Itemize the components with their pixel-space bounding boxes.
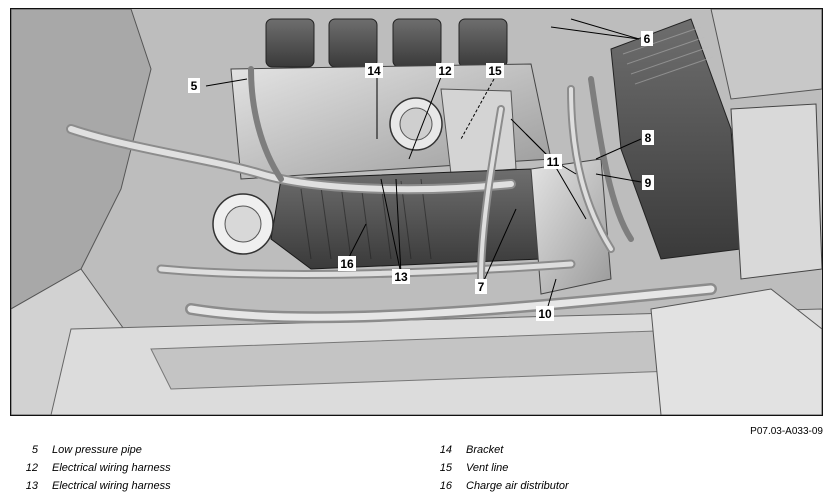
callout-7: 7 bbox=[475, 279, 487, 294]
callout-box bbox=[544, 154, 562, 169]
legend-number: 13 bbox=[25, 480, 38, 492]
callout-8: 8 bbox=[642, 130, 654, 145]
callout-box bbox=[436, 63, 454, 78]
legend-description: Electrical wiring harness bbox=[52, 462, 171, 474]
callout-box bbox=[338, 256, 356, 271]
legend-description: Charge air distributor bbox=[466, 480, 569, 492]
callout-label: 6 bbox=[644, 32, 651, 46]
callout-label: 15 bbox=[488, 64, 502, 78]
legend-number: 15 bbox=[439, 462, 452, 474]
callout-10: 10 bbox=[536, 306, 554, 321]
callout-box bbox=[486, 63, 504, 78]
callout-box bbox=[536, 306, 554, 321]
legend-item: 15 Vent line bbox=[434, 462, 509, 474]
legend-item: 16 Charge air distributor bbox=[434, 480, 569, 492]
legend-description: Low pressure pipe bbox=[52, 444, 142, 456]
ignition-coils bbox=[265, 18, 508, 68]
legend-item: 13 Electrical wiring harness bbox=[20, 480, 171, 492]
legend-description: Bracket bbox=[466, 444, 504, 456]
legend-item: 14 Bracket bbox=[434, 444, 504, 456]
callout-16: 16 bbox=[338, 256, 356, 271]
callout-label: 14 bbox=[367, 64, 381, 78]
legend-description: Electrical wiring harness bbox=[52, 480, 171, 492]
callout-label: 10 bbox=[538, 307, 552, 321]
callout-label: 8 bbox=[645, 131, 652, 145]
callout-label: 11 bbox=[547, 155, 560, 169]
callout-label: 5 bbox=[191, 79, 198, 93]
callout-label: 12 bbox=[438, 64, 452, 78]
callout-14: 14 bbox=[365, 63, 383, 78]
callout-12: 12 bbox=[436, 63, 454, 78]
legend-number: 12 bbox=[25, 462, 38, 474]
legend-item: 5 Low pressure pipe bbox=[20, 444, 142, 456]
legend-number: 5 bbox=[31, 444, 38, 456]
callout-11: 11 bbox=[544, 154, 562, 169]
callout-box bbox=[475, 279, 487, 294]
callout-box bbox=[188, 78, 200, 93]
callout-label: 16 bbox=[340, 257, 354, 271]
callout-label: 9 bbox=[645, 176, 652, 190]
callout-label: 7 bbox=[478, 280, 485, 294]
callouts: 5 6 7 8 9 10 11 12 13 14 15 16 bbox=[188, 31, 654, 321]
legend-number: 14 bbox=[439, 444, 452, 456]
callout-9: 9 bbox=[642, 175, 654, 190]
callout-6: 6 bbox=[641, 31, 653, 46]
legend-number: 16 bbox=[439, 480, 452, 492]
engine-bay-illustration: 5 6 7 8 9 10 11 12 13 14 15 16 bbox=[10, 8, 823, 416]
figure-reference-code: P07.03-A033-09 bbox=[750, 426, 823, 437]
callout-box bbox=[365, 63, 383, 78]
callout-13: 13 bbox=[392, 269, 410, 284]
callout-box bbox=[392, 269, 410, 284]
callout-box bbox=[641, 31, 653, 46]
callout-15: 15 bbox=[486, 63, 504, 78]
legend-item: 12 Electrical wiring harness bbox=[20, 462, 171, 474]
callout-5: 5 bbox=[188, 78, 200, 93]
callout-box bbox=[642, 130, 654, 145]
callout-label: 13 bbox=[394, 270, 408, 284]
legend-description: Vent line bbox=[466, 462, 509, 474]
callout-box bbox=[642, 175, 654, 190]
